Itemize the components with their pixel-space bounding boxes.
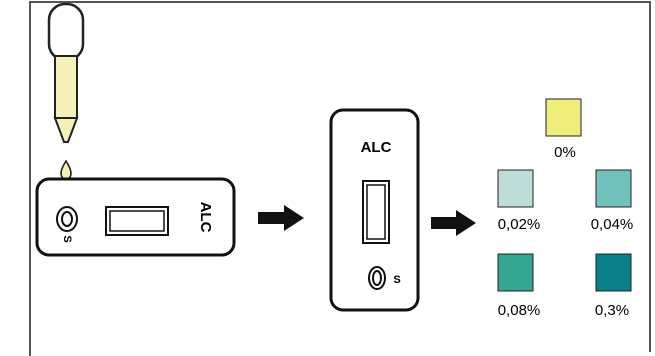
arrow-right-icon xyxy=(431,210,476,236)
color-swatch xyxy=(595,169,632,208)
test-strip-vertical: ALC S xyxy=(329,108,420,312)
sample-label: S xyxy=(393,274,400,286)
arrow-right-icon xyxy=(258,205,304,231)
color-swatch xyxy=(545,98,582,137)
result-window xyxy=(362,180,390,244)
strip-label: ALC xyxy=(361,139,392,156)
dropper-icon xyxy=(47,2,85,143)
strip-label: ALC xyxy=(197,202,214,233)
color-swatch-label: 0,02% xyxy=(498,216,541,233)
color-swatch-label: 0,04% xyxy=(591,216,634,233)
color-swatch xyxy=(497,169,534,208)
sample-label: S xyxy=(61,235,73,242)
color-chart: 0% 0,02% 0,04% 0,08% 0,3% xyxy=(497,98,634,319)
test-strip-horizontal: S ALC xyxy=(35,177,236,257)
color-swatch xyxy=(497,253,534,292)
frame-border xyxy=(29,1,651,356)
color-swatch-label: 0% xyxy=(554,144,576,161)
color-swatch-label: 0,3% xyxy=(595,302,629,319)
sample-well-icon xyxy=(56,206,78,232)
sample-well-icon xyxy=(368,266,386,290)
color-swatch xyxy=(595,253,632,292)
result-window xyxy=(105,206,169,236)
color-swatch-label: 0,08% xyxy=(498,302,541,319)
drop-icon xyxy=(60,159,72,180)
